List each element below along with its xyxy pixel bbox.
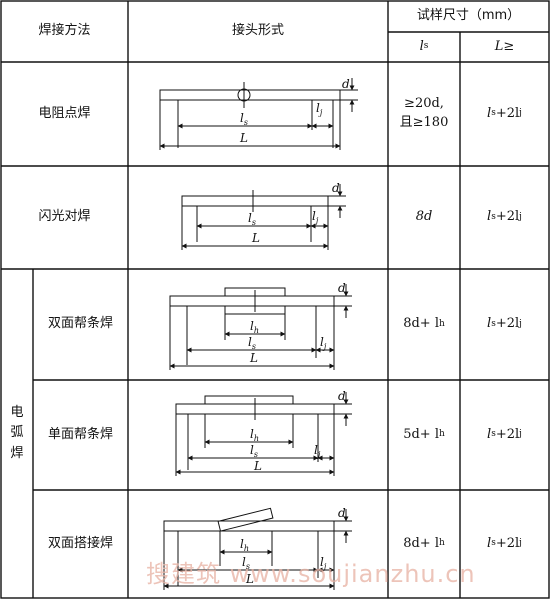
diagram-single-strap bbox=[175, 392, 352, 476]
header-L: L≥ bbox=[460, 32, 549, 62]
diagram-single-strap-labels: d lh ls lj L bbox=[250, 389, 346, 473]
ls-value-row-4-text: 5d+ l bbox=[403, 426, 439, 442]
header-joint-form: 接头形式 bbox=[231, 23, 284, 39]
L-value-row-4-l: l bbox=[487, 426, 492, 442]
label-ls-row-3: ls bbox=[248, 335, 256, 351]
ls-value-row-1-line-1: ≥20d, bbox=[404, 96, 444, 112]
label-d-row-3: d bbox=[338, 281, 346, 295]
label-lj-row-5: lj bbox=[320, 555, 327, 571]
label-d-row-1: d bbox=[342, 77, 350, 91]
header-ls-main: l bbox=[419, 38, 424, 54]
L-value-row-3-plus: +2l bbox=[495, 316, 520, 332]
label-L-row-1: L bbox=[239, 131, 248, 145]
ls-value-row-3-sub: h bbox=[438, 318, 445, 329]
L-value-row-4-plus: +2l bbox=[495, 426, 520, 442]
lapped-bar-tilted bbox=[217, 507, 274, 532]
label-lj-row-1: lj bbox=[316, 101, 323, 117]
L-value-row-3-sub-s: s bbox=[491, 318, 496, 329]
L-value-row-5-plus: +2l bbox=[495, 535, 520, 551]
label-L-row-4: L bbox=[253, 459, 262, 473]
L-value-row-3-l: l bbox=[487, 316, 492, 332]
label-lh-row-5: lh bbox=[240, 537, 249, 553]
diagram-flash-butt bbox=[181, 184, 346, 250]
label-lj-row-2: lj bbox=[312, 209, 319, 225]
bar-double-lap bbox=[163, 520, 335, 532]
bar-double-strap bbox=[169, 295, 335, 307]
label-ls-row-5: ls bbox=[242, 555, 250, 571]
method-flash-butt: 闪光对焊 bbox=[38, 209, 91, 225]
L-value-row-1-plus: +2l bbox=[495, 105, 520, 121]
label-lj-row-4: lj bbox=[314, 443, 321, 459]
ls-value-row-2: 8d bbox=[388, 166, 460, 269]
label-lj-row-3: lj bbox=[320, 335, 327, 351]
group-label-char-2: 弧 bbox=[10, 425, 24, 441]
method-resistance-spot: 电阻点焊 bbox=[38, 105, 91, 121]
header-method: 焊接方法 bbox=[38, 23, 91, 39]
diagram-resistance-spot-labels: d ls lj L bbox=[239, 77, 350, 145]
L-value-row-2-plus: +2l bbox=[495, 209, 520, 225]
bar-resistance-spot bbox=[159, 89, 341, 101]
group-label-arc-welding: 电 弧 焊 bbox=[1, 269, 33, 598]
method-single-strap: 单面帮条焊 bbox=[47, 426, 113, 442]
method-double-lap: 双面搭接焊 bbox=[47, 535, 113, 551]
diagram-resistance-spot bbox=[159, 78, 358, 150]
L-value-row-4-sub-j: j bbox=[519, 429, 522, 440]
label-ls-row-4: ls bbox=[250, 443, 258, 459]
label-d-row-4: d bbox=[338, 389, 346, 403]
L-value-row-2-sub-j: j bbox=[519, 211, 522, 222]
diagram-double-lap-labels: d lh ls lj L bbox=[240, 506, 346, 586]
method-double-strap: 双面帮条焊 bbox=[47, 316, 113, 332]
header-ls-sub: s bbox=[423, 41, 429, 52]
ls-value-row-3-text: 8d+ l bbox=[403, 316, 439, 332]
ls-value-row-1-line-2: 且≥180 bbox=[399, 115, 449, 130]
strap-top-single bbox=[204, 395, 294, 405]
watermark: 搜建筑 www.soujianzhu.cn bbox=[146, 560, 476, 588]
diagram-double-strap-labels: d lh ls lj L bbox=[248, 281, 346, 365]
header-L-ge: L≥ bbox=[494, 38, 515, 54]
group-label-char-1: 电 bbox=[10, 405, 24, 421]
L-value-row-5-sub-j: j bbox=[519, 538, 522, 549]
L-value-row-1-l: l bbox=[487, 105, 492, 121]
L-value-row-1-sub-s: s bbox=[491, 108, 496, 119]
bar-flash-butt bbox=[181, 195, 329, 207]
label-L-row-5: L bbox=[245, 572, 254, 586]
label-L-row-3: L bbox=[249, 351, 258, 365]
L-value-row-2-sub-s: s bbox=[491, 211, 496, 222]
label-ls-row-2: ls bbox=[248, 211, 256, 227]
L-value-row-3-sub-j: j bbox=[519, 318, 522, 329]
ls-value-row-5-text: 8d+ l bbox=[403, 535, 439, 551]
label-lh-row-3: lh bbox=[250, 319, 259, 335]
diagram-double-lap bbox=[163, 507, 352, 590]
ls-value-row-1: ≥20d, 且≥180 bbox=[388, 62, 460, 166]
L-value-row-2-l: l bbox=[487, 209, 492, 225]
ls-value-row-2-text: 8d bbox=[415, 209, 433, 225]
label-ls-row-1: ls bbox=[240, 111, 248, 127]
label-L-row-2: L bbox=[251, 231, 260, 245]
L-value-row-5-sub-s: s bbox=[491, 538, 496, 549]
L-value-row-4-sub-s: s bbox=[491, 429, 496, 440]
L-value-row-1-sub-j: j bbox=[519, 108, 522, 119]
label-d-row-5: d bbox=[338, 506, 346, 520]
ls-value-row-4-sub: h bbox=[438, 429, 445, 440]
label-d-row-2: d bbox=[332, 181, 340, 195]
ls-value-row-5-sub: h bbox=[438, 538, 445, 549]
header-sample-size: 试样尺寸（mm） bbox=[416, 8, 521, 24]
L-value-row-5-l: l bbox=[487, 535, 492, 551]
label-lh-row-4: lh bbox=[250, 427, 259, 443]
diagram-double-strap bbox=[169, 284, 352, 370]
group-label-char-3: 焊 bbox=[10, 445, 24, 461]
diagram-flash-butt-labels: d ls lj L bbox=[248, 181, 340, 245]
